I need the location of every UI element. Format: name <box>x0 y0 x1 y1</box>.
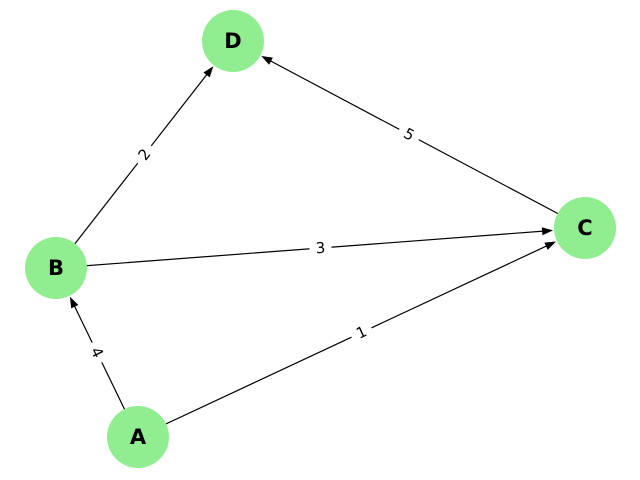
edge-label-bg-B-D <box>131 140 158 169</box>
edge-label-group-B-D: 2 <box>131 140 158 169</box>
edge-A-C <box>137 244 550 438</box>
node-A <box>107 406 169 468</box>
edge-label-group-C-D: 5 <box>395 121 423 148</box>
node-label-A: A <box>130 425 147 449</box>
edge-label-group-B-C: 3 <box>308 238 333 258</box>
edge-B-D <box>55 72 209 269</box>
edge-C-D <box>268 59 586 229</box>
node-C <box>554 197 616 259</box>
node-label-C: C <box>577 216 592 240</box>
edge-label-B-C: 3 <box>315 239 326 258</box>
edge-label-bg-A-C <box>347 320 376 345</box>
edge-label-group-A-C: 1 <box>347 320 376 345</box>
edge-label-bg-B-C <box>308 238 333 258</box>
edge-label-bg-C-D <box>395 121 423 148</box>
arrowhead-C-D <box>261 56 273 65</box>
node-D <box>202 10 264 72</box>
edge-label-group-A-B: 4 <box>84 338 110 367</box>
node-label-B: B <box>48 256 64 280</box>
arrowhead-B-C <box>541 227 554 236</box>
arrowhead-A-B <box>69 296 79 309</box>
node-label-D: D <box>224 29 241 53</box>
arrowhead-B-D <box>203 66 214 78</box>
node-B <box>25 237 87 299</box>
edge-B-C <box>55 230 546 269</box>
arrowhead-A-C <box>544 241 557 250</box>
edge-label-bg-A-B <box>84 338 110 367</box>
